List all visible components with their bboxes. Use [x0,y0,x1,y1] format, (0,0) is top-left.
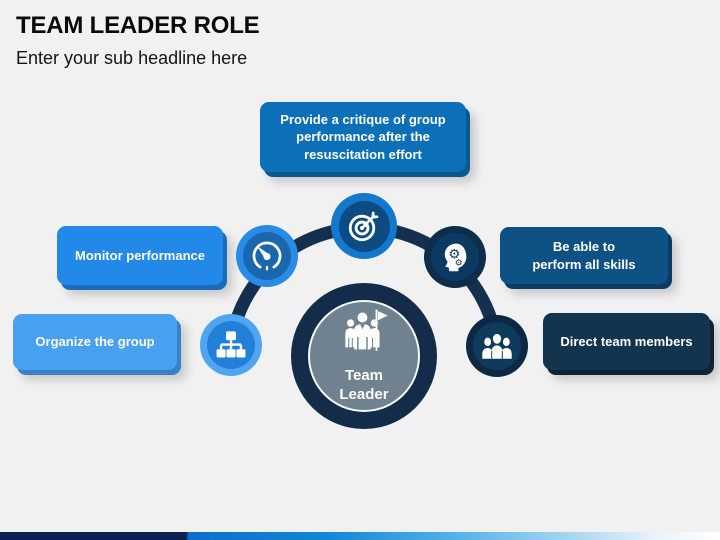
target-badge [331,193,397,259]
target-dart-icon [338,200,390,252]
page-title: TEAM LEADER ROLE [16,12,260,39]
box-label: Provide a critique of group performance … [280,111,446,162]
svg-text:⚙: ⚙ [455,259,463,269]
head-gears-badge: ⚙ ⚙ [424,226,486,288]
box-label: Be able to perform all skills [532,238,636,272]
box-organize-group: Organize the group [13,314,177,370]
page-subtitle: Enter your sub headline here [16,48,248,68]
team-leader-circle: Team Leader [291,283,437,429]
organize-badge [200,314,262,376]
team-leader-inner-circle: Team Leader [308,300,420,412]
team-leader-people-flag-icon [338,308,390,366]
box-label: Monitor performance [74,247,205,263]
box-provide-critique: Provide a critique of group performance … [260,102,466,172]
head-gears-icon: ⚙ ⚙ [431,233,479,281]
box-label: Organize the group [35,334,155,350]
box-perform-all-skills: Be able to perform all skills [500,227,668,284]
box-monitor-performance: Monitor performance [57,226,223,285]
monitor-badge [236,225,298,287]
people-group-icon [473,322,521,370]
bottom-accent-bar [0,532,720,540]
team-leader-label: Team Leader [339,366,389,403]
box-label: Direct team members [560,333,693,349]
gauge-icon [243,232,291,280]
people-badge [466,315,528,377]
org-chart-icon [207,321,255,369]
box-direct-team: Direct team members [543,313,710,370]
svg-text:⚙: ⚙ [448,248,460,263]
